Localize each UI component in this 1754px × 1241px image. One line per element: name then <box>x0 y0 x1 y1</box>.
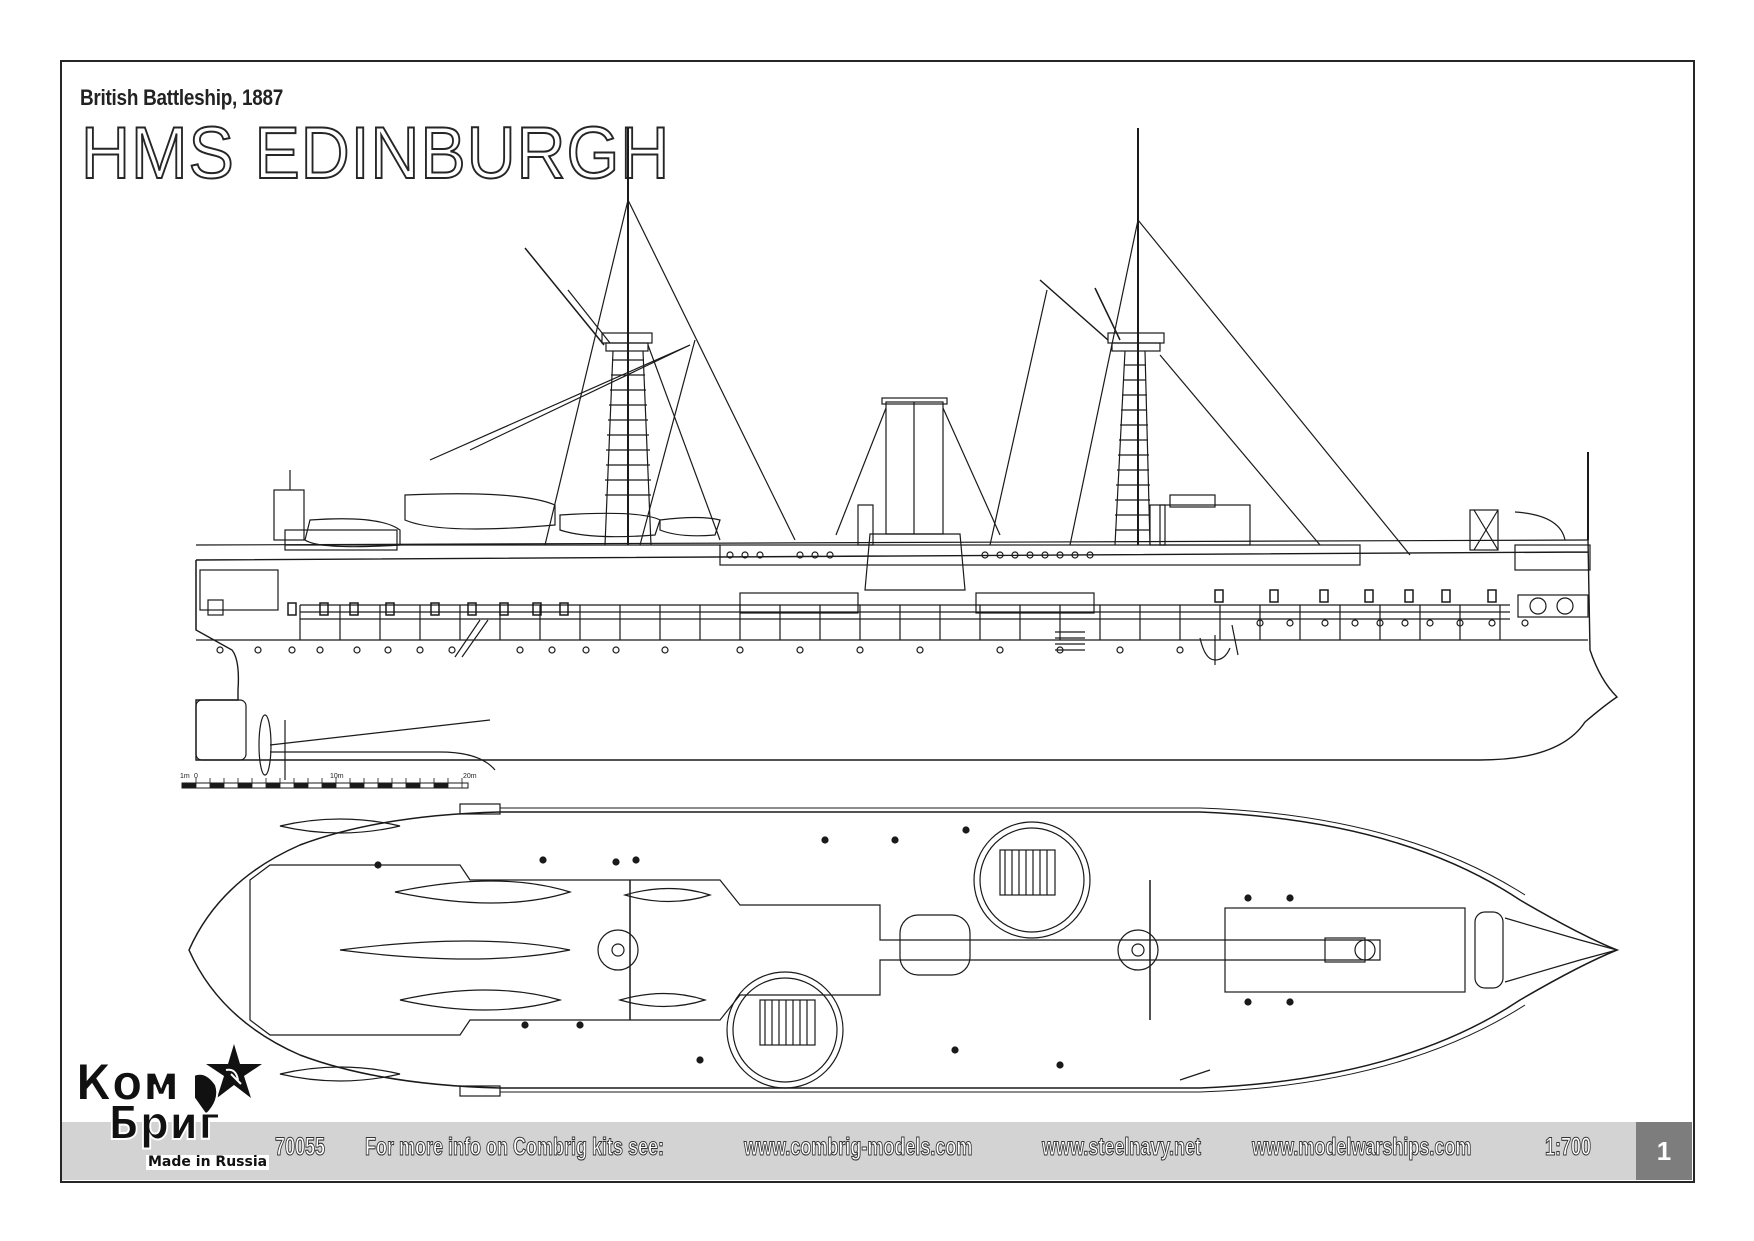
boat <box>622 887 712 903</box>
boat <box>394 880 573 904</box>
plan-view <box>188 803 1620 1097</box>
side-elevation <box>195 128 1619 780</box>
boat <box>404 493 556 530</box>
boat <box>339 940 571 960</box>
link-combrig[interactable]: www.combrig-models.com <box>744 1132 973 1161</box>
side-windows <box>287 589 1497 616</box>
bollards <box>374 826 1294 1069</box>
kit-number: 70055 <box>275 1132 326 1161</box>
aft-mast <box>429 128 796 546</box>
subtitle: British Battleship, 1887 <box>80 85 284 110</box>
boat <box>279 818 401 834</box>
davits <box>459 803 1211 1097</box>
hull-outline <box>195 470 1619 761</box>
boat <box>559 512 661 538</box>
page-number: 1 <box>1636 1122 1692 1180</box>
link-modelwarships[interactable]: www.modelwarships.com <box>1252 1132 1472 1161</box>
plan-hull-outline <box>188 811 1619 1089</box>
page-title: HMS EDINBURGH <box>80 113 671 194</box>
v-shield-icon <box>193 1072 219 1117</box>
scale-label-1m: 1m <box>180 773 190 780</box>
scale-ratio: 1:700 <box>1545 1132 1592 1161</box>
fore-mast <box>989 128 1411 556</box>
midship-portholes <box>726 551 1094 559</box>
portholes <box>216 619 1529 654</box>
propeller-rudder <box>195 699 496 780</box>
logo-text-brig: Бриг <box>107 1096 221 1150</box>
boat <box>659 516 721 537</box>
boat <box>279 1066 401 1082</box>
info-text: For more info on Combrig kits see: <box>365 1132 665 1161</box>
combrig-logo <box>193 1044 262 1117</box>
scale-label-0: 0 <box>194 773 198 780</box>
hammer-sickle-icon <box>225 1068 242 1085</box>
boat <box>617 992 707 1008</box>
link-steelnavy[interactable]: www.steelnavy.net <box>1042 1132 1202 1161</box>
footer-banner <box>62 1122 1636 1180</box>
scale-label-20m: 20m <box>463 773 477 780</box>
anchor-icon <box>1199 624 1239 665</box>
logo-text-kom: Ком <box>74 1054 180 1112</box>
logo-tagline: Made in Russia <box>146 1154 270 1171</box>
page-frame <box>60 60 1695 1183</box>
scale-bar <box>181 778 469 789</box>
boat <box>399 989 563 1011</box>
turret-aft <box>973 821 1091 939</box>
funnel <box>835 397 1001 591</box>
boat <box>304 518 401 548</box>
railing <box>299 605 1501 640</box>
turret-fore <box>726 971 844 1089</box>
scale-label-10m: 10m <box>330 773 344 780</box>
